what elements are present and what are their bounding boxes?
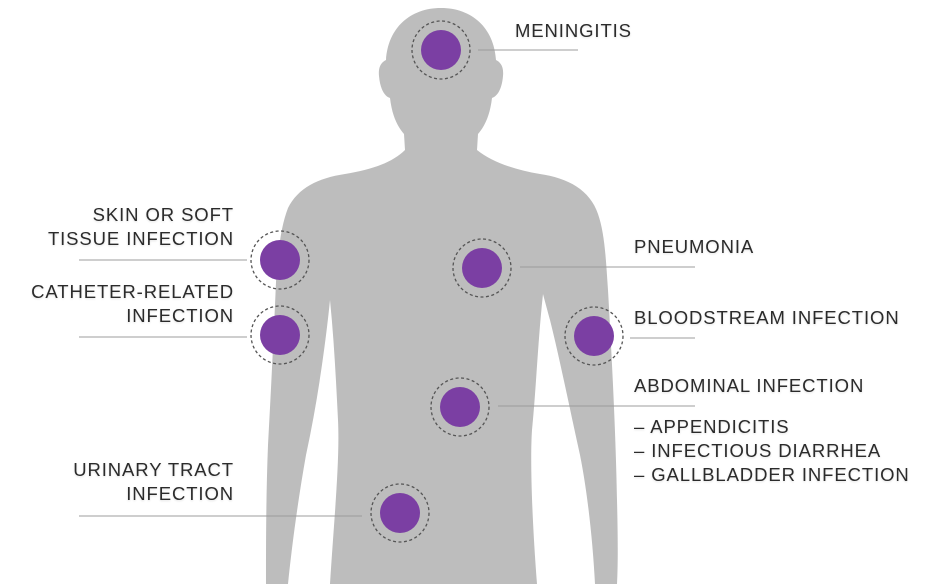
- marker-dot-bloodstream-infection: [574, 316, 614, 356]
- marker-dot-urinary-tract-infection: [380, 493, 420, 533]
- abdominal-subtype-appendicitis: – APPENDICITIS: [634, 415, 910, 439]
- label-abdominal-infection: ABDOMINAL INFECTION: [634, 374, 864, 398]
- human-silhouette: [266, 8, 618, 584]
- marker-dot-skin-infection: [260, 240, 300, 280]
- label-catheter-infection: CATHETER-RELATED INFECTION: [31, 280, 234, 328]
- label-abdominal-subtypes: – APPENDICITIS – INFECTIOUS DIARRHEA – G…: [634, 415, 910, 487]
- label-urinary-tract-infection: URINARY TRACT INFECTION: [73, 458, 234, 506]
- marker-dot-catheter-infection: [260, 315, 300, 355]
- abdominal-subtype-infectious-diarrhea: – INFECTIOUS DIARRHEA: [634, 439, 910, 463]
- label-skin-infection-line-2: TISSUE INFECTION: [48, 227, 234, 251]
- label-catheter-infection-line-1: CATHETER-RELATED: [31, 280, 234, 304]
- label-skin-infection: SKIN OR SOFT TISSUE INFECTION: [48, 203, 234, 251]
- label-urinary-tract-infection-line-2: INFECTION: [73, 482, 234, 506]
- marker-dot-abdominal-infection: [440, 387, 480, 427]
- label-catheter-infection-line-2: INFECTION: [31, 304, 234, 328]
- label-bloodstream-infection: BLOODSTREAM INFECTION: [634, 306, 900, 330]
- label-pneumonia: PNEUMONIA: [634, 235, 754, 259]
- label-urinary-tract-infection-line-1: URINARY TRACT: [73, 458, 234, 482]
- label-skin-infection-line-1: SKIN OR SOFT: [48, 203, 234, 227]
- abdominal-subtype-gallbladder-infection: – GALLBLADDER INFECTION: [634, 463, 910, 487]
- marker-dot-meningitis: [421, 30, 461, 70]
- label-meningitis: MENINGITIS: [515, 19, 632, 43]
- marker-dot-pneumonia: [462, 248, 502, 288]
